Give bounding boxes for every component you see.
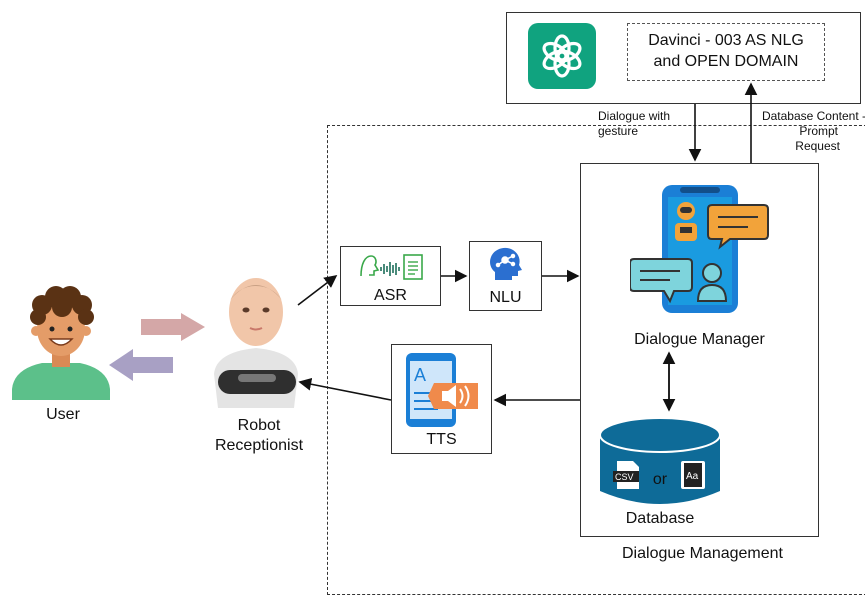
asr-icon <box>357 250 427 289</box>
aa-icon-text: Aa <box>686 471 699 482</box>
nlu-label: NLU <box>489 289 522 306</box>
robot-label: Robot Receptionist <box>214 417 304 454</box>
asr-box: ASR <box>340 246 441 306</box>
user-label: User <box>46 406 80 423</box>
openai-logo-icon <box>528 23 596 89</box>
exchange-arrows-icon <box>107 313 207 390</box>
csv-icon-text: CSV <box>615 472 634 482</box>
database-label: Database <box>625 510 695 527</box>
tts-to-robot-arrow <box>298 377 392 401</box>
dialogue-manager-label: Dialogue Manager <box>634 331 765 348</box>
connector-arrows <box>297 82 758 412</box>
openai-box: Davinci - 003 AS NLG and OPEN DOMAIN <box>506 12 861 104</box>
tts-label: TTS <box>426 431 457 448</box>
dialogue-manager-icon <box>629 183 770 320</box>
svg-text:A: A <box>414 365 426 385</box>
dialogue-management-label: Dialogue Management <box>622 545 783 562</box>
robot-to-asr-arrow <box>297 275 338 306</box>
user-avatar-icon <box>12 285 110 405</box>
davinci-line2: and OPEN DOMAIN <box>653 53 799 70</box>
db-or-text: or <box>652 471 668 488</box>
asr-label: ASR <box>374 287 407 304</box>
davinci-box: Davinci - 003 AS NLG and OPEN DOMAIN <box>627 23 825 81</box>
davinci-line1: Davinci - 003 AS NLG <box>648 32 804 49</box>
nlu-box: NLU <box>469 241 542 311</box>
dialogue-with-gesture-label: Dialogue with gesture <box>598 109 671 138</box>
database-content-label: Database Content - Prompt Request <box>761 109 865 153</box>
tts-icon: A <box>404 351 484 434</box>
tts-box: A TTS <box>391 344 492 454</box>
database-icon: CSV Aa <box>599 417 721 514</box>
robot-receptionist-icon <box>210 278 302 413</box>
brain-head-icon <box>487 246 525 287</box>
